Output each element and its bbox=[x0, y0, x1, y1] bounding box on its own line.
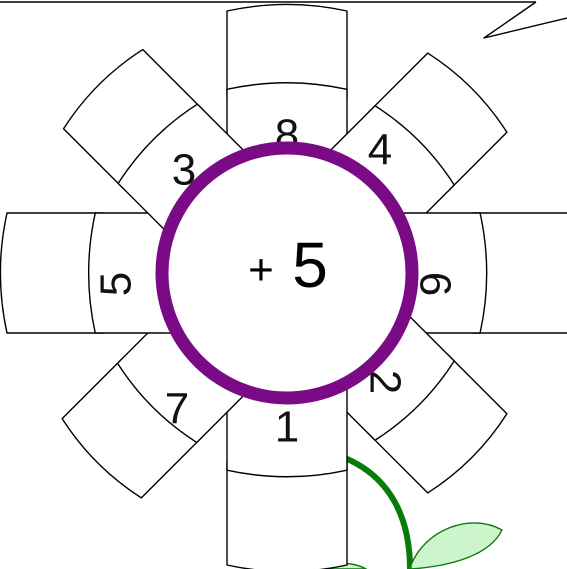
petal-number: 7 bbox=[165, 385, 189, 434]
center-ring bbox=[162, 148, 412, 398]
petal-left: 5 bbox=[0, 213, 182, 333]
petal-number: 4 bbox=[368, 126, 392, 175]
leaf bbox=[411, 523, 502, 569]
center-disk: + 5 bbox=[162, 148, 412, 398]
petal-number: 1 bbox=[275, 403, 299, 452]
petal-outer-segment bbox=[0, 213, 103, 333]
center-operator: + bbox=[248, 246, 274, 295]
center-value: 5 bbox=[292, 229, 328, 301]
petal-outer-segment bbox=[227, 462, 347, 569]
petal-number: 5 bbox=[92, 272, 141, 296]
petal-bottom: 1 bbox=[227, 378, 347, 569]
